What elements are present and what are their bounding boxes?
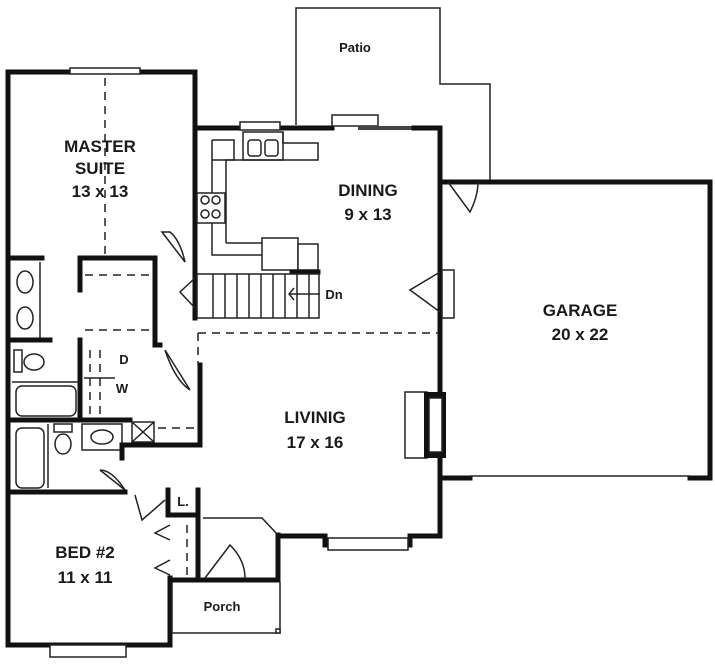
dryer-label: D xyxy=(119,352,128,367)
door xyxy=(178,277,196,309)
sink-icon xyxy=(16,306,34,330)
living-label: LIVINIG xyxy=(284,408,345,427)
door xyxy=(160,231,186,263)
sliding-door xyxy=(358,126,414,130)
toilet-tank xyxy=(13,349,23,373)
toilet-tank xyxy=(53,423,73,433)
bed-2: BED #2 11 x 11 xyxy=(5,487,188,658)
bed2-label: BED #2 xyxy=(55,543,115,562)
door xyxy=(134,494,166,522)
hall-bath xyxy=(5,423,128,495)
door xyxy=(164,349,191,391)
closet-door xyxy=(153,524,171,541)
bathtub-icon xyxy=(15,385,77,417)
dining-label: DINING xyxy=(338,181,398,200)
window xyxy=(239,121,281,131)
closet-door xyxy=(153,559,171,576)
pantry xyxy=(297,243,319,271)
patio-door xyxy=(447,181,479,214)
master-bath xyxy=(5,255,158,423)
living-dimensions: 17 x 16 xyxy=(287,433,344,452)
patio-label: Patio xyxy=(339,40,371,55)
front-door xyxy=(204,543,246,579)
laundry: D W xyxy=(5,332,203,448)
sink-bowl xyxy=(247,139,262,157)
garage-label: GARAGE xyxy=(543,301,618,320)
garage-dimensions: 20 x 22 xyxy=(552,325,609,344)
hearth xyxy=(404,391,428,459)
sink-icon xyxy=(90,429,114,445)
stairs-down-label: Dn xyxy=(325,287,342,302)
master-suite-label-2: SUITE xyxy=(75,159,125,178)
sink-icon xyxy=(16,270,34,294)
post xyxy=(275,628,281,634)
bathtub-icon xyxy=(15,427,45,489)
window xyxy=(331,114,379,127)
toilet-icon xyxy=(23,353,45,371)
master-suite-label-1: MASTER xyxy=(64,137,136,156)
dining-dimensions: 9 x 13 xyxy=(344,205,391,224)
master-suite: MASTER SUITE 13 x 13 xyxy=(5,67,198,493)
stairs: Dn xyxy=(178,273,343,319)
bed2-dimensions: 11 x 11 xyxy=(58,568,113,587)
living: LIVINIG 17 x 16 xyxy=(197,315,446,551)
toilet-icon xyxy=(54,433,72,455)
washer-label: W xyxy=(116,381,129,396)
sink-bowl xyxy=(264,139,279,157)
door xyxy=(99,469,126,491)
garage: GARAGE 20 x 22 xyxy=(408,179,713,481)
window xyxy=(69,67,141,75)
linen-label: L. xyxy=(177,494,189,509)
staircase xyxy=(196,273,320,319)
porch: Porch xyxy=(167,517,281,634)
window xyxy=(327,537,409,551)
kitchen xyxy=(192,121,321,321)
refrigerator-icon xyxy=(261,237,299,271)
linen-closet: L. xyxy=(165,487,201,583)
firebox xyxy=(428,397,443,453)
dining: DINING 9 x 13 xyxy=(198,114,443,334)
master-suite-dimensions: 13 x 13 xyxy=(72,182,129,201)
window xyxy=(49,644,127,658)
door xyxy=(408,271,441,313)
patio: Patio xyxy=(295,7,491,180)
garage-door-frame xyxy=(441,269,455,319)
porch-label: Porch xyxy=(204,599,241,614)
